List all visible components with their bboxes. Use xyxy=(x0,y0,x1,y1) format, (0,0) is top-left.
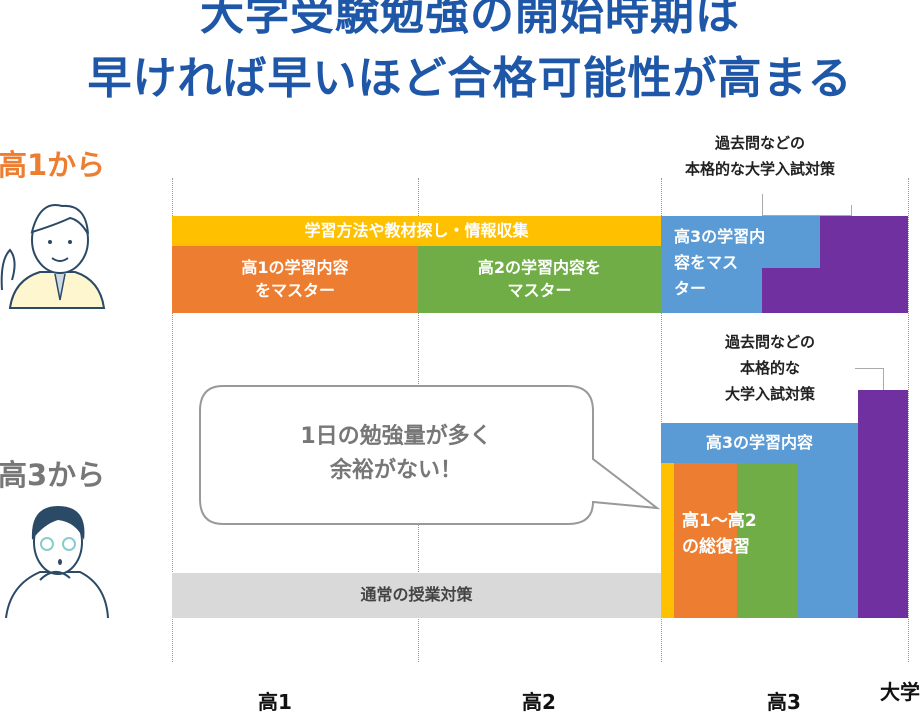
note-bracket xyxy=(851,205,852,216)
note-bracket xyxy=(855,368,884,390)
bar-info-gathering: 学習方法や教材探し・情報収集 xyxy=(172,216,661,246)
title-line1: 大学受験勉強の開始時期は xyxy=(200,0,740,40)
bar-g2-master: 高2の学習内容を マスター xyxy=(418,246,661,313)
title-line2: 早ければ早いほど合格可能性が高まる xyxy=(87,53,853,104)
row2-note: 過去問などの 本格的な 大学入試対策 xyxy=(724,333,815,403)
bar-g3-content: 高3の学習内容 xyxy=(661,423,858,463)
bar-exam-prep-late xyxy=(858,390,908,618)
student-worried-illustration xyxy=(5,506,109,619)
grid-line xyxy=(661,178,662,662)
row1-label: 高1から xyxy=(0,148,106,182)
bar-review-yellow xyxy=(661,463,674,618)
row2-label: 高3から xyxy=(0,458,106,492)
note-bracket xyxy=(762,194,852,216)
grid-line xyxy=(908,178,909,662)
bar-review-green xyxy=(737,463,798,618)
bar-review-orange xyxy=(674,463,737,618)
axis-label-g1: 高1 xyxy=(258,690,292,714)
axis-label-g3: 高3 xyxy=(767,690,801,714)
grid-line xyxy=(172,178,173,662)
student-ok-illustration xyxy=(0,204,106,309)
row1-note: 過去問などの 本格的な大学入試対策 xyxy=(684,134,835,178)
speech-bubble-text: 1日の勉強量が多く 余裕がない！ xyxy=(300,424,492,483)
bar-g1-master: 高1の学習内容 をマスター xyxy=(172,246,418,313)
bar-exam-prep-step xyxy=(762,268,908,313)
axis-label-university: 大学 xyxy=(880,680,920,704)
axis-label-g2: 高2 xyxy=(522,690,556,714)
bar-g3-master-text: 高3の学習内 容をマス ター xyxy=(674,227,766,298)
speech-bubble xyxy=(199,385,661,525)
bar-normal-classes: 通常の授業対策 xyxy=(172,573,661,618)
bar-review-text: 高1〜高2 の総復習 xyxy=(682,511,757,557)
